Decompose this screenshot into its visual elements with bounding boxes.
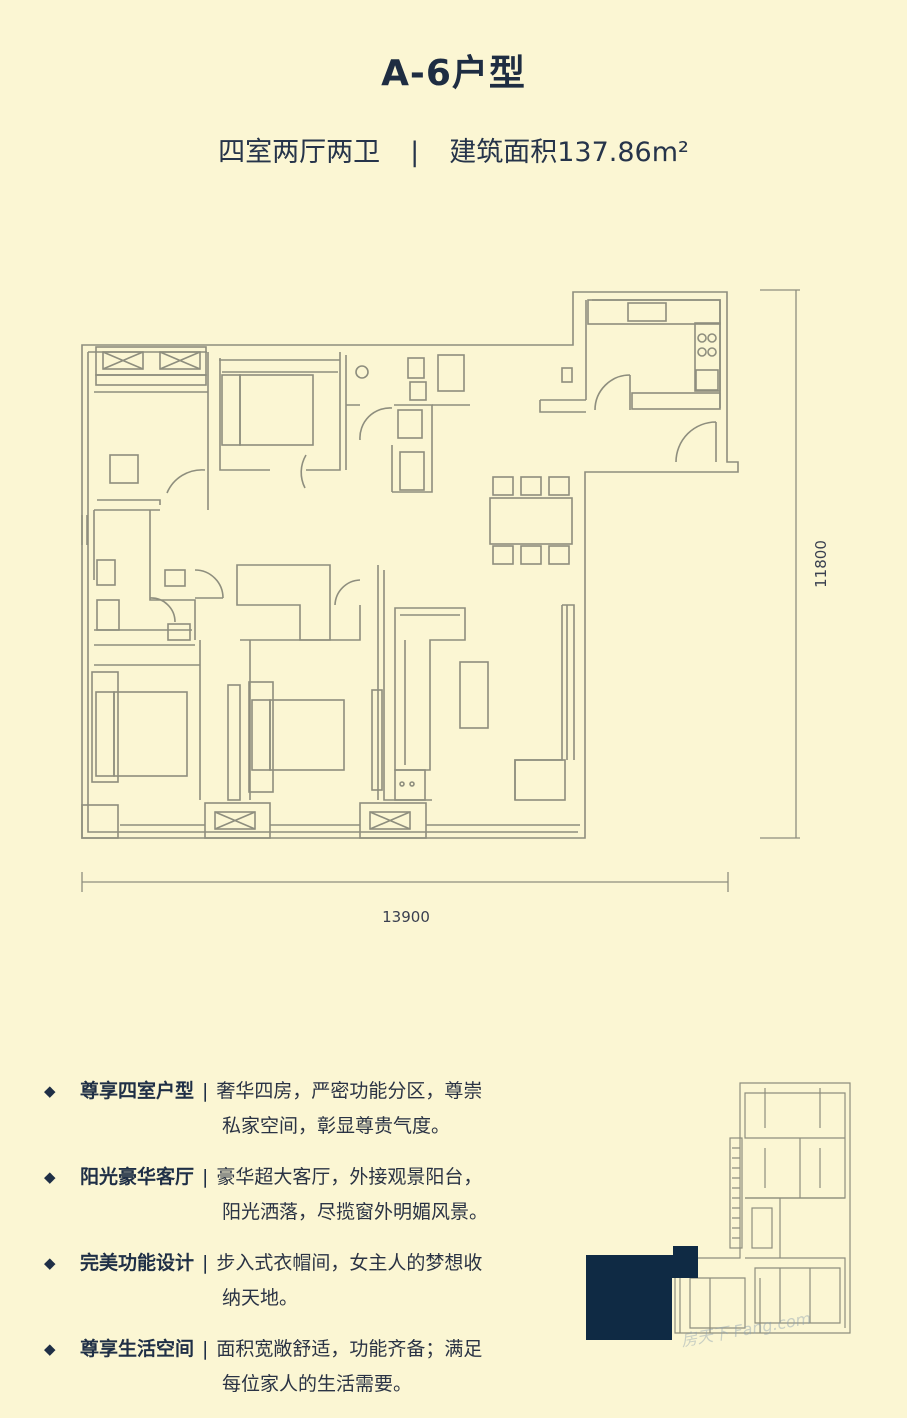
dining-table	[489, 497, 573, 545]
fridge	[437, 354, 465, 392]
subtitle: 四室两厅两卫 | 建筑面积137.86m²	[0, 130, 907, 169]
kitchen-counter	[587, 299, 721, 325]
diamond-bullet-icon: ◆	[44, 1340, 56, 1358]
width-dimension-line	[81, 872, 729, 892]
toilet-center	[397, 409, 423, 439]
layout-label: 四室两厅两卫	[218, 137, 381, 168]
feature-desc-line1: 奢华四房，严密功能分区，尊崇	[216, 1080, 483, 1102]
feature-item: ◆ 尊享四室户型|奢华四房，严密功能分区，尊崇 私家空间，彰显尊贵气度。	[44, 1074, 544, 1144]
floor-plan: 13900 11800	[81, 289, 830, 926]
subtitle-separator: |	[410, 137, 420, 168]
outer-wall-inner	[87, 299, 721, 833]
feature-desc-line2: 私家空间，彰显尊贵气度。	[222, 1115, 451, 1137]
feature-name: 完美功能设计	[80, 1252, 195, 1274]
diamond-bullet-icon: ◆	[44, 1254, 56, 1272]
feature-name: 阳光豪华客厅	[80, 1166, 195, 1188]
area-label: 建筑面积137.86m²	[449, 137, 689, 168]
interior-walls	[94, 352, 433, 511]
window-unit-bottom-left	[204, 802, 271, 839]
feature-item: ◆ 完美功能设计|步入式衣帽间，女主人的梦想收 纳天地。	[44, 1246, 544, 1316]
bed-top	[239, 374, 314, 446]
diamond-bullet-icon: ◆	[44, 1082, 56, 1100]
feature-name: 尊享四室户型	[80, 1080, 195, 1102]
feature-name: 尊享生活空间	[80, 1338, 195, 1360]
width-dimension-label: 13900	[382, 908, 430, 926]
outer-wall	[81, 291, 739, 839]
feature-desc-line2: 纳天地。	[222, 1287, 299, 1309]
feature-desc-line1: 面积宽敞舒适，功能齐备；满足	[216, 1338, 483, 1360]
height-dimension-label: 11800	[812, 540, 830, 588]
window-unit-bottom-mid	[359, 802, 427, 839]
bed-left	[113, 691, 188, 777]
feature-desc-line2: 阳光洒落，尽揽窗外明媚风景。	[222, 1201, 489, 1223]
desk-left	[109, 454, 139, 484]
feature-item: ◆ 阳光豪华客厅|豪华超大客厅，外接观景阳台， 阳光洒落，尽揽窗外明媚风景。	[44, 1160, 544, 1230]
basin-center	[399, 451, 425, 491]
feature-list: ◆ 尊享四室户型|奢华四房，严密功能分区，尊崇 私家空间，彰显尊贵气度。 ◆ 阳…	[44, 1074, 544, 1418]
feature-desc-line1: 豪华超大客厅，外接观景阳台，	[216, 1166, 483, 1188]
page-title: A-6户型	[381, 53, 526, 94]
feature-item: ◆ 尊享生活空间|面积宽敞舒适，功能齐备；满足 每位家人的生活需要。	[44, 1332, 544, 1402]
coffee-table	[459, 661, 489, 729]
highlighted-unit	[586, 1246, 698, 1340]
diamond-bullet-icon: ◆	[44, 1168, 56, 1186]
bed-middle	[269, 699, 345, 771]
feature-desc-line2: 每位家人的生活需要。	[222, 1373, 413, 1395]
feature-desc-line1: 步入式衣帽间，女主人的梦想收	[216, 1252, 483, 1274]
height-dimension-line	[760, 289, 800, 839]
key-plan	[586, 1082, 851, 1340]
